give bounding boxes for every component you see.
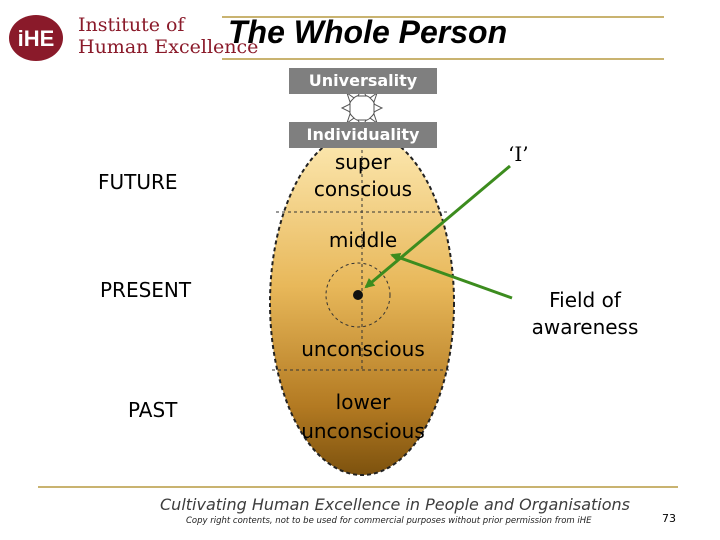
- i-self-label: ‘I’: [508, 142, 529, 166]
- top-rule: [222, 16, 664, 18]
- middle-unconscious-label: unconscious: [301, 337, 425, 361]
- present-label: PRESENT: [100, 278, 192, 302]
- past-label: PAST: [128, 398, 178, 422]
- self-center-dot-icon: [353, 290, 363, 300]
- footer-rule: [38, 486, 678, 488]
- page-title: The Whole Person: [228, 14, 508, 50]
- field-of-awareness-circle: [325, 262, 391, 328]
- field-arrow: [390, 252, 513, 300]
- universality-label: Universality: [289, 68, 437, 94]
- copyright-notice: Copy right contents, not to be used for …: [186, 516, 592, 526]
- field-of-awareness-label-line1: Field of: [549, 288, 621, 312]
- field-of-awareness-label-line2: awareness: [531, 315, 639, 339]
- future-label: FUTURE: [98, 170, 178, 194]
- lower-unconscious-label-line2: unconscious: [301, 419, 425, 443]
- lower-unconscious-label-line1: lower: [335, 390, 391, 414]
- logo-line-2: Human Excellence: [78, 36, 259, 58]
- page-number: 73: [662, 512, 676, 525]
- i-arrow: [364, 164, 511, 289]
- middle-label: middle: [328, 228, 398, 252]
- logo-mark-text: iHE: [18, 26, 55, 51]
- ihe-logo-icon: iHE: [9, 15, 63, 61]
- title-rule: [222, 58, 664, 60]
- individuality-label: Individuality: [289, 122, 437, 148]
- footer-tagline: Cultivating Human Excellence in People a…: [160, 495, 630, 514]
- superconscious-label-line2: conscious: [313, 177, 413, 201]
- logo-text: Institute of Human Excellence: [78, 14, 258, 58]
- superconscious-label-line1: super: [334, 150, 392, 174]
- logo-line-1: Institute of: [78, 14, 185, 36]
